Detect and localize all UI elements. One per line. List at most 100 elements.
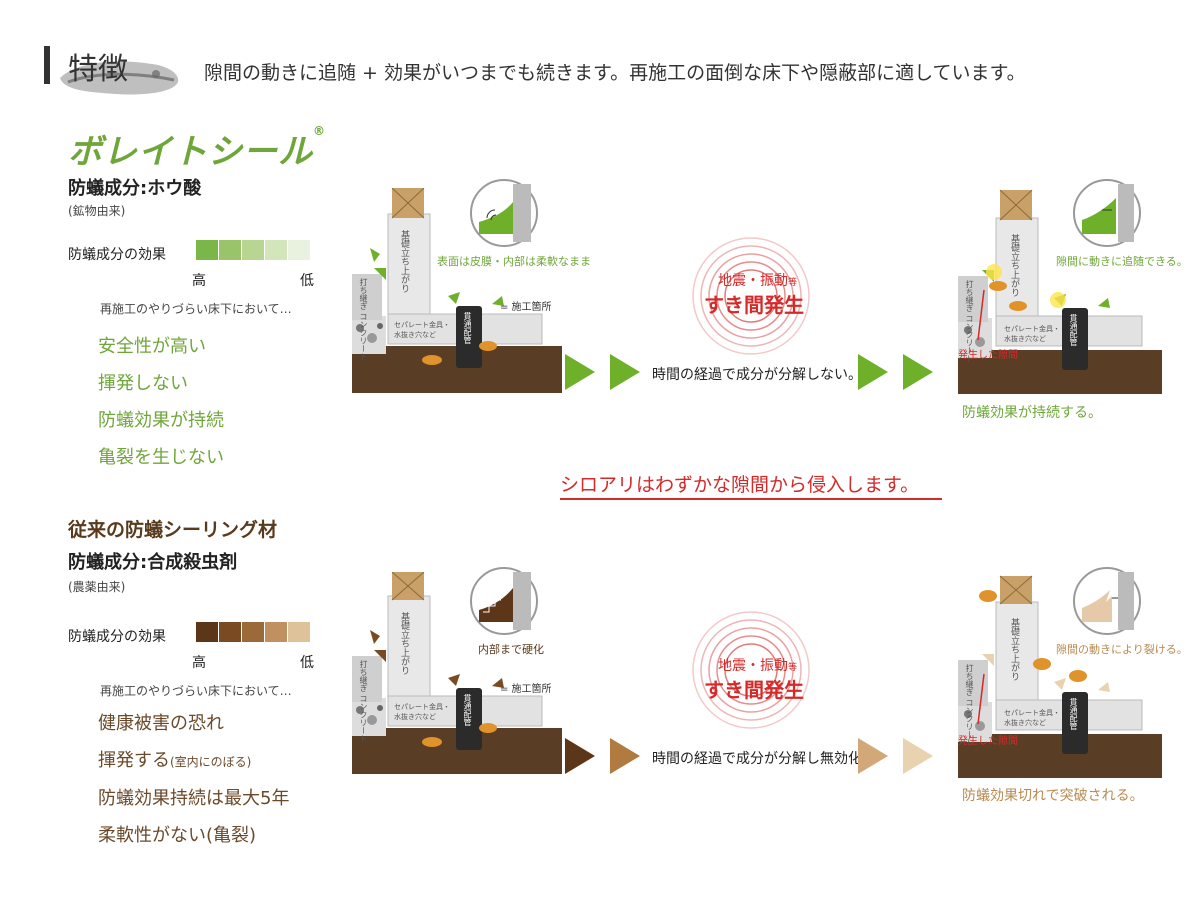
top-middle-text: 時間の経過で成分が分解しない。 <box>652 367 862 383</box>
cross-section-before-top: 基礎立ち上がり 打ち継ぎ コンクリート セパレート金具・水抜き穴など 貫通配管 … <box>352 187 562 393</box>
label-applied: = 施工箇所 <box>500 684 552 695</box>
scale-swatch <box>265 240 287 260</box>
product-feature: 安全性が高い <box>98 336 206 357</box>
scale-low-label: 低 <box>300 273 314 289</box>
label-concrete: 打ち継ぎ コンクリート <box>359 660 368 743</box>
label-gap: 発生した隙間 <box>958 736 1018 747</box>
label-pipe: 貫通配管 <box>463 312 472 344</box>
label-foundation: 基礎立ち上がり <box>1009 234 1019 297</box>
label-foundation: 基礎立ち上がり <box>399 612 409 675</box>
bottom-outcome: 防蟻効果切れで突破される。 <box>962 788 1144 804</box>
arrow-chevron-icon <box>610 354 640 390</box>
scale-high-label: 高 <box>192 655 206 671</box>
quake-line1: 地震・振動 <box>718 658 788 674</box>
center-message-underline <box>560 498 942 500</box>
inset-seal-follow-icon <box>1073 179 1141 247</box>
scale-swatch <box>242 240 264 260</box>
arrow-chevron-icon <box>858 354 888 390</box>
feature-main: 防蟻効果持続は最大5年 <box>98 788 290 809</box>
conventional-effect-label: 防蟻成分の効果 <box>68 629 166 645</box>
scale-swatch <box>219 240 241 260</box>
quake-etc: 等 <box>788 663 798 673</box>
scale-swatch <box>196 622 218 642</box>
arrow-chevron-icon <box>610 738 640 774</box>
product-feature: 防蟻効果が持続 <box>98 410 224 431</box>
quake-ripple-icon <box>692 237 810 355</box>
product-origin: (鉱物由来) <box>68 204 126 218</box>
conventional-feature: 防蟻効果持続は最大5年 <box>98 784 289 810</box>
quake-line1: 地震・振動 <box>718 273 788 289</box>
product-effect-label: 防蟻成分の効果 <box>68 247 166 263</box>
arrow-chevron-icon <box>903 354 933 390</box>
label-pipe: 貫通配管 <box>1069 698 1078 730</box>
product-name: ボレイトシール® <box>68 124 326 173</box>
bottom-middle-text: 時間の経過で成分が分解し無効化。 <box>652 751 876 767</box>
inset-seal-cracked-icon <box>1073 567 1141 635</box>
label-separator: セパレート金具・水抜き穴など <box>394 703 450 721</box>
scale-swatch <box>288 240 310 260</box>
center-message: シロアリはわずかな隙間から侵入します。 <box>560 474 920 496</box>
label-foundation: 基礎立ち上がり <box>399 230 409 293</box>
header-bar-mark <box>44 46 50 84</box>
product-name-text: ボレイトシール <box>68 132 313 172</box>
arrow-chevron-icon <box>565 738 595 774</box>
feature-main: 健康被害の恐れ <box>98 713 224 734</box>
label-separator: セパレート金具・水抜き穴など <box>1004 325 1060 343</box>
scale-swatch <box>265 622 287 642</box>
trademark-mark: ® <box>313 124 326 138</box>
cross-section-after-bottom: 基礎立ち上がり 打ち継ぎ コンクリート セパレート金具・水抜き穴など 貫通配管 … <box>958 574 1162 778</box>
label-pipe: 貫通配管 <box>463 694 472 726</box>
conventional-ingredient: 防蟻成分:合成殺虫剤 <box>68 552 238 573</box>
product-feature: 揮発しない <box>98 373 188 394</box>
quake-label-top: 地震・振動等 <box>718 270 797 290</box>
foundation-illustration <box>352 571 562 774</box>
inset-seal-closeup-icon <box>470 179 538 247</box>
top-outcome: 防蟻効果が持続する。 <box>962 405 1102 421</box>
bottom-inset-caption: 内部まで硬化 <box>478 643 544 656</box>
quake-line2-top: すき間発生 <box>704 293 804 317</box>
brush-badge-icon <box>60 61 179 95</box>
arrow-chevron-icon <box>903 738 933 774</box>
scale-swatch <box>219 622 241 642</box>
label-concrete: 打ち継ぎ コンクリート <box>965 664 974 747</box>
feature-sub: (室内にのぼる) <box>170 755 252 769</box>
product-note: 再施工のやりづらい床下において… <box>100 302 292 316</box>
arrow-chevron-icon <box>858 738 888 774</box>
scale-high-label: 高 <box>192 273 206 289</box>
label-separator: セパレート金具・水抜き穴など <box>1004 709 1060 727</box>
product-feature: 亀裂を生じない <box>98 447 224 468</box>
bottom-result-caption: 隙間の動きにより裂ける。 <box>1056 643 1188 656</box>
top-inset-caption: 表面は皮膜・内部は柔軟なまま <box>437 255 591 268</box>
conventional-feature: 柔軟性がない(亀裂) <box>98 821 256 847</box>
quake-ripple-icon <box>692 611 810 729</box>
label-applied: = 施工箇所 <box>500 302 552 313</box>
label-concrete: 打ち継ぎ コンクリート <box>359 278 368 361</box>
scale-low-label: 低 <box>300 655 314 671</box>
feature-main: 揮発する <box>98 750 170 771</box>
label-concrete: 打ち継ぎ コンクリート <box>965 280 974 363</box>
header-tagline: 隙間の動きに追随 + 効果がいつまでも続きます。再施工の面倒な床下や隠蔽部に適し… <box>204 62 1026 84</box>
foundation-illustration <box>958 575 1162 778</box>
conventional-note: 再施工のやりづらい床下において… <box>100 684 292 698</box>
conventional-feature: 揮発する(室内にのぼる) <box>98 746 251 772</box>
top-result-caption: 隙間に動きに追随できる。 <box>1056 255 1188 268</box>
conventional-effect-scale <box>196 622 310 642</box>
quake-etc: 等 <box>788 278 798 288</box>
product-effect-scale <box>196 240 310 260</box>
conventional-origin: (農薬由来) <box>68 580 126 594</box>
label-pipe: 貫通配管 <box>1069 314 1078 346</box>
label-gap: 発生した隙間 <box>958 350 1018 361</box>
header-title: 特徴 <box>68 52 128 87</box>
scale-swatch <box>242 622 264 642</box>
label-separator: セパレート金具・水抜き穴など <box>394 321 450 339</box>
inset-seal-hardened-icon <box>470 567 538 635</box>
cross-section-before-bottom: 基礎立ち上がり 打ち継ぎ コンクリート セパレート金具・水抜き穴など 貫通配管 … <box>352 571 562 774</box>
scale-swatch <box>288 622 310 642</box>
label-foundation: 基礎立ち上がり <box>1009 618 1019 681</box>
foundation-illustration <box>352 187 562 393</box>
scale-swatch <box>196 240 218 260</box>
conventional-name: 従来の防蟻シーリング材 <box>68 519 278 541</box>
feature-main: 柔軟性がない(亀裂) <box>98 825 257 846</box>
product-ingredient: 防蟻成分:ホウ酸 <box>68 178 202 199</box>
quake-label-bottom: 地震・振動等 <box>718 655 797 675</box>
